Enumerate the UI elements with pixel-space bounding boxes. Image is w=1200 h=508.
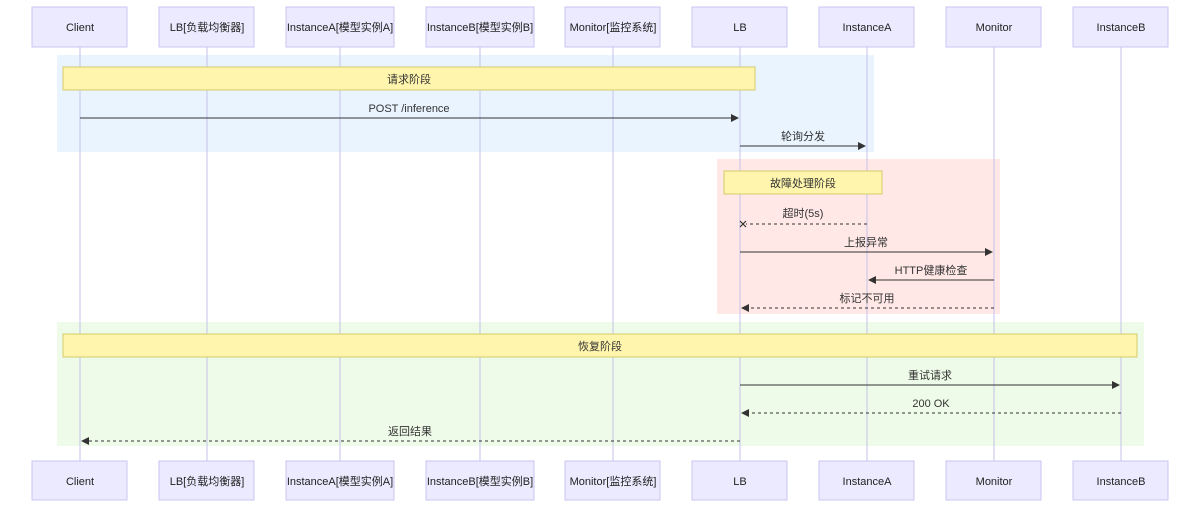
message-label: HTTP健康检查 <box>895 263 968 277</box>
cross-icon <box>739 220 747 228</box>
actor-monitor-full-top[interactable]: Monitor[监控系统] <box>564 6 661 48</box>
message-label: POST /inference <box>368 103 449 115</box>
message-200-ok: 200 OK <box>741 398 1121 417</box>
actor-row-top: Client LB[负载均衡器] InstanceA[模型实例A] Instan… <box>31 6 1169 48</box>
actor-row-bottom: Client LB[负载均衡器] InstanceA[模型实例A] Instan… <box>31 460 1169 501</box>
message-label: 200 OK <box>912 398 950 410</box>
note-request-phase: 请求阶段 <box>62 66 756 91</box>
message-label: 轮询分发 <box>781 129 825 143</box>
actor-label: InstanceA <box>843 22 893 34</box>
actor-label: InstanceA[模型实例A] <box>287 474 393 488</box>
actor-label: Monitor[监控系统] <box>570 20 657 34</box>
actor-monitor-full-bottom[interactable]: Monitor[监控系统] <box>564 460 661 501</box>
actor-instance-b-top[interactable]: InstanceB <box>1072 6 1169 48</box>
message-label: 标记不可用 <box>840 291 895 305</box>
note-label: 故障处理阶段 <box>770 176 836 190</box>
actor-lb-top[interactable]: LB <box>691 6 788 48</box>
actor-client-bottom[interactable]: Client <box>31 460 128 501</box>
note-label: 请求阶段 <box>387 72 431 86</box>
actor-instance-a-top[interactable]: InstanceA <box>818 6 915 48</box>
message-health-check: HTTP健康检查 <box>868 263 994 284</box>
actor-lb-full-top[interactable]: LB[负载均衡器] <box>158 6 255 48</box>
message-timeout: 超时(5s) <box>739 206 867 228</box>
actor-label: InstanceB <box>1097 22 1146 34</box>
actor-label: Monitor[监控系统] <box>570 474 657 488</box>
actor-label: InstanceB[模型实例B] <box>427 474 533 488</box>
actor-label: LB[负载均衡器] <box>170 474 245 488</box>
actor-label: InstanceA[模型实例A] <box>287 20 393 34</box>
actor-instance-b-full-top[interactable]: InstanceB[模型实例B] <box>425 6 535 48</box>
note-recovery-phase: 恢复阶段 <box>62 333 1138 358</box>
note-label: 恢复阶段 <box>578 339 622 353</box>
actor-instance-b-full-bottom[interactable]: InstanceB[模型实例B] <box>425 460 535 501</box>
actor-monitor-top[interactable]: Monitor <box>945 6 1042 48</box>
message-label: 返回结果 <box>388 425 432 438</box>
message-label: 超时(5s) <box>783 206 824 220</box>
actor-monitor-bottom[interactable]: Monitor <box>945 460 1042 501</box>
actor-label: LB[负载均衡器] <box>170 20 245 34</box>
actor-label: InstanceB[模型实例B] <box>427 20 533 34</box>
actor-label: InstanceB <box>1097 476 1146 488</box>
actor-label: Client <box>66 476 94 488</box>
message-round-robin: 轮询分发 <box>740 129 866 150</box>
actor-client-top[interactable]: Client <box>31 6 128 48</box>
message-return-result: 返回结果 <box>81 425 740 445</box>
actor-instance-a-full-bottom[interactable]: InstanceA[模型实例A] <box>285 460 395 501</box>
actor-instance-a-bottom[interactable]: InstanceA <box>818 460 915 501</box>
actor-lb-bottom[interactable]: LB <box>691 460 788 501</box>
message-retry-request: 重试请求 <box>740 368 1120 389</box>
actor-instance-a-full-top[interactable]: InstanceA[模型实例A] <box>285 6 395 48</box>
note-failure-phase: 故障处理阶段 <box>723 170 883 195</box>
actor-label: InstanceA <box>843 476 893 488</box>
actor-lb-full-bottom[interactable]: LB[负载均衡器] <box>158 460 255 501</box>
message-label: 上报异常 <box>844 235 888 249</box>
message-label: 重试请求 <box>908 368 952 382</box>
message-mark-unavailable: 标记不可用 <box>741 291 994 312</box>
actor-label: Monitor <box>976 476 1013 488</box>
actor-label: Monitor <box>976 22 1013 34</box>
actor-label: LB <box>733 22 746 34</box>
message-report-error: 上报异常 <box>740 235 993 256</box>
actor-label: LB <box>733 476 746 488</box>
actor-instance-b-bottom[interactable]: InstanceB <box>1072 460 1169 501</box>
actor-label: Client <box>66 22 94 34</box>
message-post-inference: POST /inference <box>80 103 739 122</box>
lifelines <box>79 47 1122 461</box>
